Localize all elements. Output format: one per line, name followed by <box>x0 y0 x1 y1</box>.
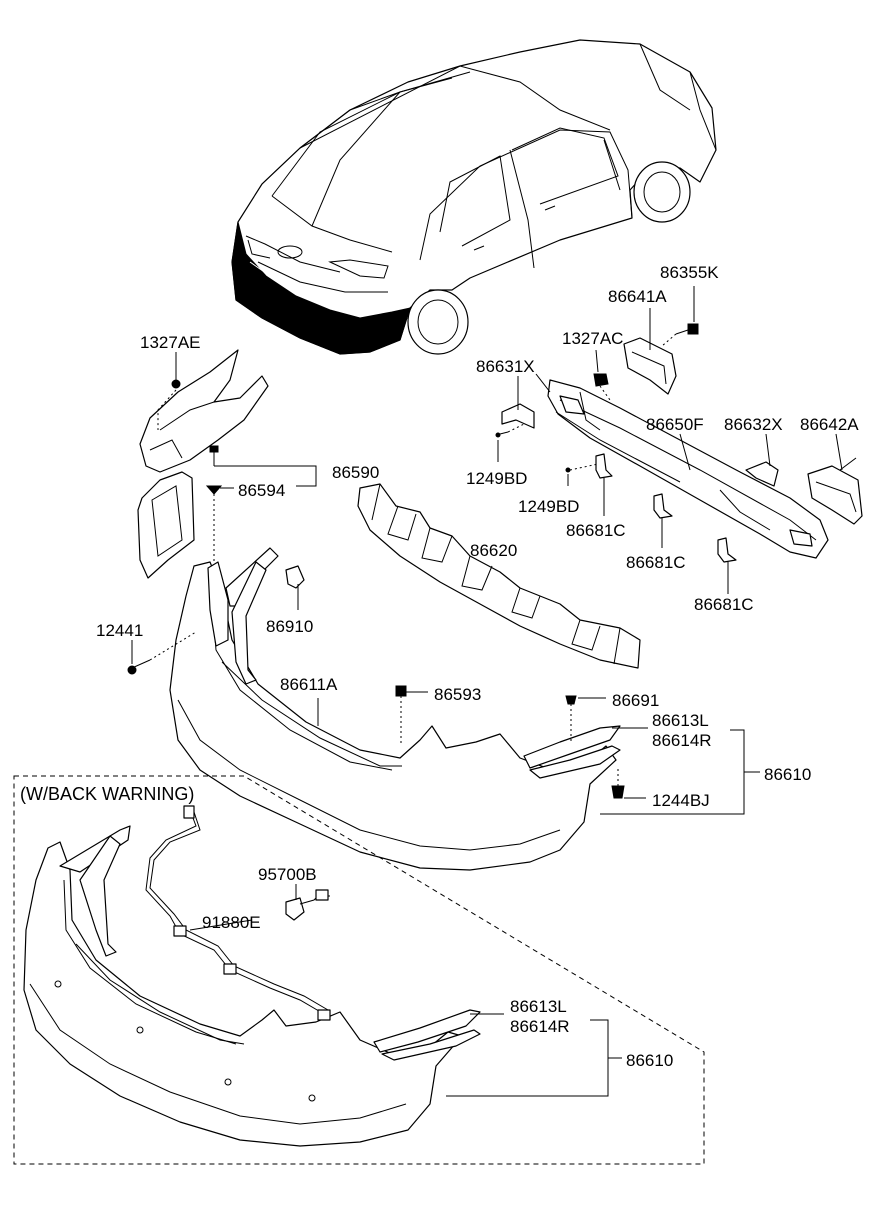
label-86613L-b: 86613L <box>510 997 567 1016</box>
label-86610-b: 86610 <box>626 1051 673 1070</box>
label-86642A: 86642A <box>800 415 859 434</box>
label-1249BD-a: 1249BD <box>466 469 527 488</box>
left-side-bracket-group <box>137 349 269 600</box>
label-86613L-a: 86613L <box>652 711 709 730</box>
label-86632X: 86632X <box>724 415 783 434</box>
section-label: (W/BACK WARNING) <box>20 784 194 804</box>
label-95700B: 95700B <box>258 865 317 884</box>
label-86650F: 86650F <box>646 415 704 434</box>
label-86355K: 86355K <box>660 263 719 282</box>
back-warning-section <box>13 775 705 1165</box>
part-labels: 86355K 86641A 1327AC 1327AE 86631X 86650… <box>20 263 859 1070</box>
label-86610-a: 86610 <box>764 765 811 784</box>
energy-absorber <box>357 483 641 669</box>
label-86681C-b: 86681C <box>626 553 686 572</box>
label-86590: 86590 <box>332 463 379 482</box>
label-86910: 86910 <box>266 617 313 636</box>
label-86691: 86691 <box>612 691 659 710</box>
car-illustration <box>231 39 717 355</box>
label-86681C-c: 86681C <box>694 595 754 614</box>
label-1327AC: 1327AC <box>562 329 623 348</box>
leader-lines <box>131 286 843 1097</box>
label-86594: 86594 <box>238 481 285 500</box>
rear-bumper-cover <box>127 547 625 871</box>
label-86620: 86620 <box>470 541 517 560</box>
label-1327AE: 1327AE <box>140 333 201 352</box>
label-86631X: 86631X <box>476 357 535 376</box>
label-1249BD-b: 1249BD <box>518 497 579 516</box>
label-86681C-a: 86681C <box>566 521 626 540</box>
label-86614R-b: 86614R <box>510 1017 570 1036</box>
reinforcement-beam <box>495 323 863 563</box>
label-91880E: 91880E <box>202 913 261 932</box>
label-86614R-a: 86614R <box>652 731 712 750</box>
label-86641A: 86641A <box>608 287 667 306</box>
label-86611A: 86611A <box>280 675 338 694</box>
label-86593: 86593 <box>434 685 481 704</box>
label-12441: 12441 <box>96 621 143 640</box>
label-1244BJ: 1244BJ <box>652 791 710 810</box>
